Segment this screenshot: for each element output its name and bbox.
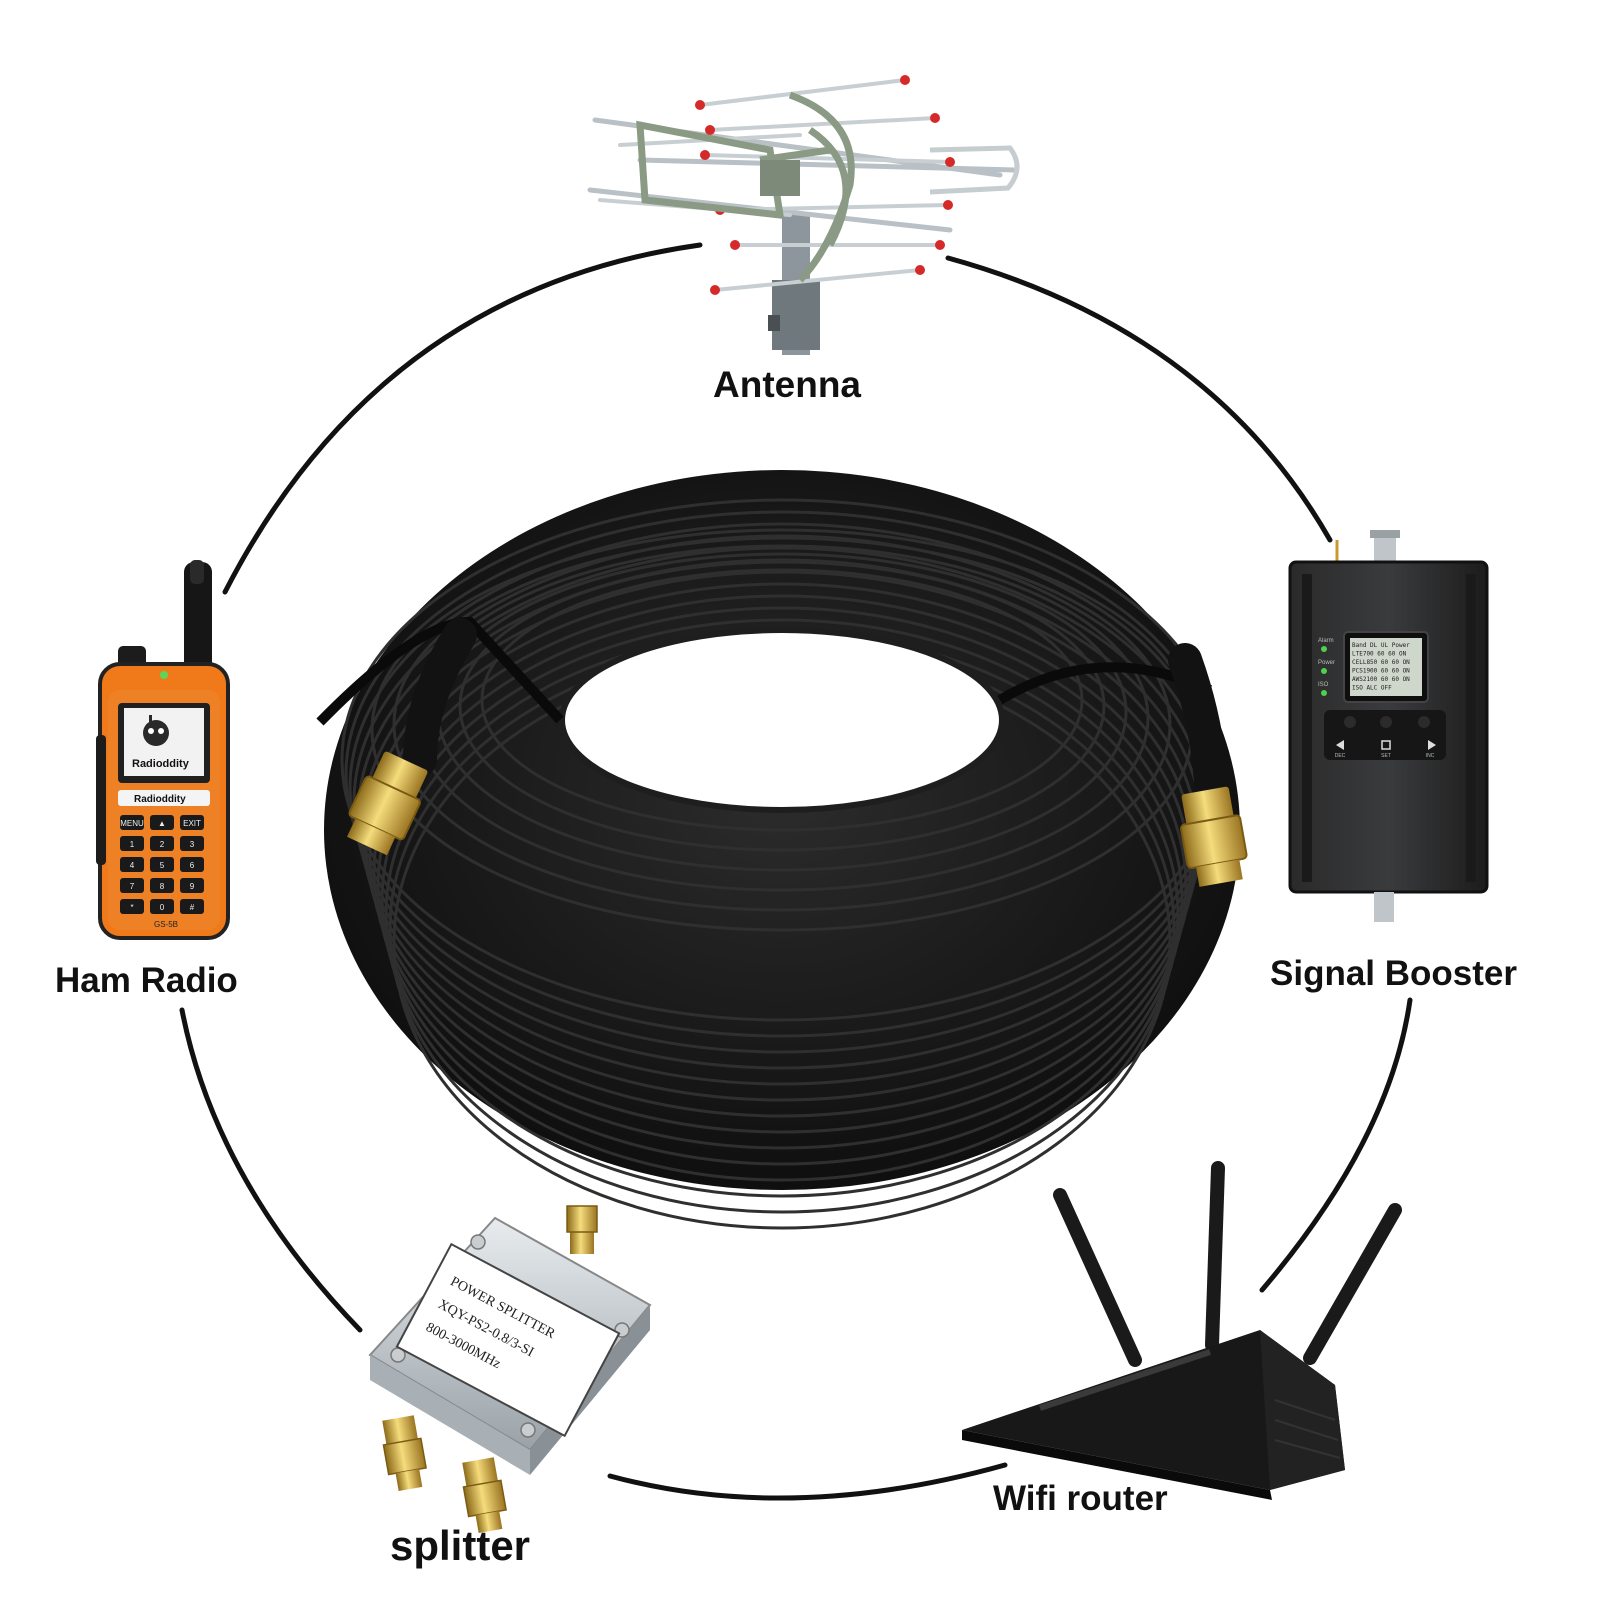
radio-keypad: MENU ▲ EXIT 1 2 3 4 5 6 7 8 9 * 0 # xyxy=(120,815,204,914)
radio-key xyxy=(180,857,204,872)
radio-key xyxy=(120,899,144,914)
radio-key-label: EXIT xyxy=(183,819,201,828)
radio-key-label: # xyxy=(190,903,195,912)
radio-key xyxy=(120,836,144,851)
radio-key xyxy=(150,857,174,872)
ring-arc-booster-to-router xyxy=(1259,997,1413,1293)
radio-key-label: ▲ xyxy=(158,819,166,828)
radio-key-label: 7 xyxy=(130,882,135,891)
wifi-router-image xyxy=(962,1161,1402,1500)
booster-led-label: Alarm xyxy=(1318,638,1334,644)
connection-ring xyxy=(179,242,1413,1501)
radio-key xyxy=(180,899,204,914)
coax-cable-coil-image xyxy=(316,470,1248,1230)
booster-led xyxy=(1321,668,1327,674)
booster-lcd-line: AWS2100 60 60 ON xyxy=(1352,676,1410,683)
booster-led xyxy=(1321,646,1327,652)
booster-button-label: DEC xyxy=(1335,753,1346,759)
radio-key xyxy=(180,878,204,893)
radio-key-label: 3 xyxy=(190,840,195,849)
antenna-label: Antenna xyxy=(713,364,861,405)
radio-key-label: 6 xyxy=(190,861,195,870)
ring-arc-splitter-to-radio xyxy=(179,1007,363,1333)
radio-key xyxy=(150,815,174,830)
booster-lcd-line: Band DL UL Power xyxy=(1352,642,1410,649)
radio-key-label: 9 xyxy=(190,882,195,891)
ham-radio-label: Ham Radio xyxy=(55,961,238,1000)
radio-model-label: GS-5B xyxy=(154,920,178,929)
radio-key xyxy=(150,878,174,893)
radio-key xyxy=(150,899,174,914)
radio-key xyxy=(150,836,174,851)
radio-key xyxy=(120,815,144,830)
ham-radio-image: Radioddity Radioddity MENU ▲ EXIT 1 2 3 4 5 6 7 8 9… xyxy=(96,560,230,940)
booster-led-label: ISO xyxy=(1318,682,1329,688)
booster-button-label: SET xyxy=(1381,753,1391,759)
ring-arc-antenna-to-radio xyxy=(222,242,703,595)
booster-lcd-line: PCS1900 60 60 ON xyxy=(1352,668,1410,675)
wifi-router-label: Wifi router xyxy=(993,1479,1168,1518)
radio-key-label: 4 xyxy=(130,861,135,870)
splitter-image: POWER SPLITTER XQY-PS2-0.8/3-SI 800-3000… xyxy=(368,1205,652,1533)
radio-key-label: 1 xyxy=(130,840,135,849)
booster-led-label: Power xyxy=(1318,660,1335,666)
antenna-image xyxy=(587,75,1020,355)
radio-key xyxy=(120,857,144,872)
radio-key-label: 0 xyxy=(160,903,165,912)
booster-button-labels: DEC SET INC xyxy=(1335,753,1435,759)
signal-booster-label: Signal Booster xyxy=(1270,954,1517,993)
radio-key-label: * xyxy=(130,903,133,912)
radio-key-label: 8 xyxy=(160,882,165,891)
radio-key-label: MENU xyxy=(120,819,144,828)
radio-brand-label: Radioddity xyxy=(134,794,186,805)
booster-lcd-line: LTE700 60 60 ON xyxy=(1352,651,1407,658)
booster-button-label: INC xyxy=(1426,753,1435,759)
radio-key xyxy=(180,836,204,851)
radio-key xyxy=(120,878,144,893)
booster-lcd-line: ISO ALC OFF xyxy=(1352,685,1392,692)
radio-key-label: 5 xyxy=(160,861,165,870)
ring-arc-antenna-to-booster xyxy=(945,255,1333,543)
ring-arc-router-to-splitter xyxy=(607,1462,1008,1501)
booster-lcd-line: CELL850 60 60 ON xyxy=(1352,659,1410,666)
radio-key xyxy=(180,815,204,830)
splitter-label: splitter xyxy=(390,1522,530,1569)
radio-screen-brand: Radioddity xyxy=(132,758,190,770)
radio-key-label: 2 xyxy=(160,840,165,849)
booster-led xyxy=(1321,690,1327,696)
